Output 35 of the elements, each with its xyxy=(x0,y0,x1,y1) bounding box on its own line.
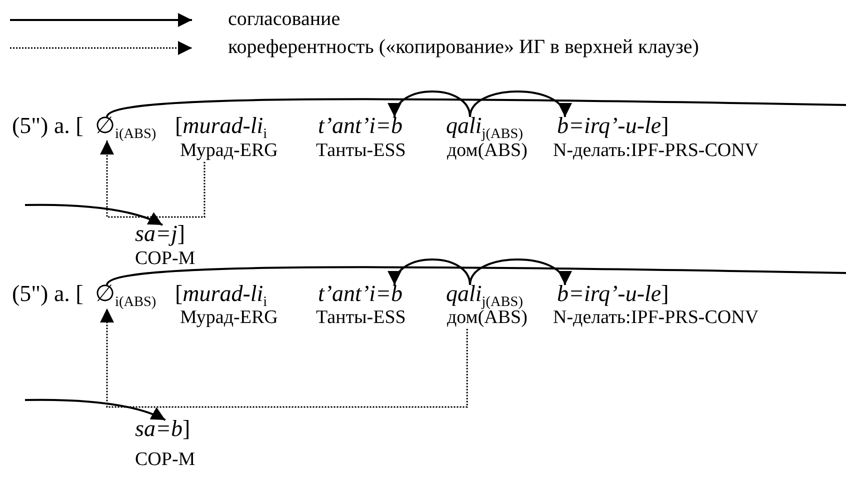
example-word: t’ant’i=b xyxy=(318,281,403,308)
example-word: ∅$_{i(ABS)}$ xyxy=(95,113,156,140)
coreference-arrow xyxy=(100,140,206,218)
gloss-text: N-делать:IPF-PRS-CONV xyxy=(553,140,759,162)
legend-text: согласование xyxy=(228,8,340,31)
agreement-line xyxy=(106,98,846,118)
gloss-text: Мурад-ERG xyxy=(180,140,278,162)
agreement-arrow xyxy=(390,90,471,118)
example-word: [murad-li$_{i}$ xyxy=(175,281,268,308)
example-word: qali$_{j(ABS)}$ xyxy=(446,113,523,140)
example-word: ∅$_{i(ABS)}$ xyxy=(95,281,156,308)
gloss-text: Танты-ESS xyxy=(316,307,406,329)
agreement-arrow xyxy=(469,258,569,286)
gloss-text: Танты-ESS xyxy=(316,140,406,162)
example-word: b=irq’-u-le] xyxy=(557,113,669,140)
gloss-text: COP-M xyxy=(135,248,196,270)
legend-text: кореферентность («копирование» ИГ в верхней клаузе) xyxy=(228,36,699,59)
coreference-arrow xyxy=(100,308,468,408)
example-word: qali$_{j(ABS)}$ xyxy=(446,281,523,308)
example-word: sa=b] xyxy=(135,416,190,442)
example-word: [murad-li$_{i}$ xyxy=(175,113,268,140)
agreement-arrow xyxy=(24,204,163,226)
gloss-text: N-делать:IPF-PRS-CONV xyxy=(553,307,759,329)
agreement-arrow xyxy=(390,258,471,286)
agreement-arrow xyxy=(25,398,166,421)
example-number: (5") a. [ xyxy=(12,281,84,308)
example-word: t’ant’i=b xyxy=(318,113,403,140)
agreement-arrow xyxy=(469,90,569,118)
example-number: (5") a. [ xyxy=(12,113,84,140)
example-word: b=irq’-u-le] xyxy=(557,281,669,308)
agreement-line xyxy=(106,266,846,286)
gloss-text: COP-M xyxy=(135,449,196,471)
gloss-text: дом(ABS) xyxy=(447,140,528,162)
gloss-text: Мурад-ERG xyxy=(180,307,278,329)
example-word: sa=j] xyxy=(135,221,186,248)
